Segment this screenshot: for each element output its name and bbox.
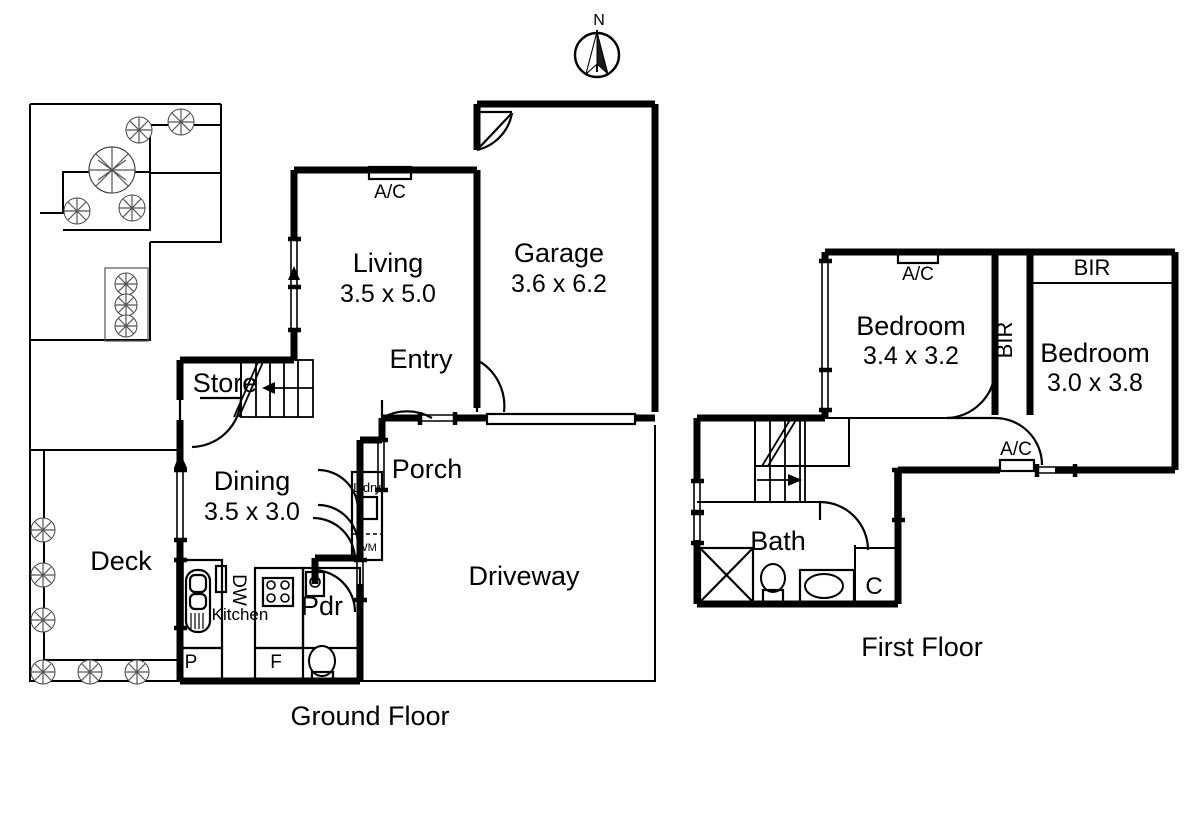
kitchen-sink-icon — [184, 568, 212, 634]
garden-trees — [63, 108, 195, 225]
staircase-ground — [233, 358, 314, 418]
room-label-driveway: Driveway — [468, 561, 580, 591]
door-entry-to-porch — [380, 400, 433, 419]
bath-vanity-icon — [798, 568, 856, 605]
garage-roller-door — [485, 412, 637, 426]
dishwasher-icon — [214, 564, 228, 594]
ac-label-living: A/C — [374, 182, 406, 203]
room-label-dining: Dining — [214, 466, 291, 496]
pantry-label: P — [185, 652, 198, 673]
room-label-store: Store — [193, 368, 258, 398]
dishwasher-label: DW — [228, 574, 249, 606]
bath-toilet-icon — [760, 563, 786, 604]
ground-floor-title: Ground Floor — [290, 701, 449, 731]
room-label-entry: Entry — [389, 344, 453, 374]
room-label-bedroom2: Bedroom — [1040, 338, 1150, 368]
window-hall-right — [892, 467, 905, 523]
laundry-fixtures — [350, 470, 384, 562]
bir-label-top: BIR — [1074, 255, 1111, 280]
room-dims-dining: 3.5 x 3.0 — [204, 498, 300, 526]
room-label-porch: Porch — [392, 454, 463, 484]
room-dims-garage: 3.6 x 6.2 — [511, 270, 607, 298]
ac-unit-living — [367, 165, 413, 181]
planter-shrubs — [114, 272, 138, 338]
room-dims-living: 3.5 x 5.0 — [340, 280, 436, 308]
window-bedroom2-bottom — [1034, 464, 1078, 477]
ac-label-bedroom1: A/C — [902, 264, 934, 285]
bir-label-side: BIR — [992, 322, 1017, 359]
planter-box — [104, 267, 149, 342]
compass-north-icon — [573, 30, 621, 79]
door-bath — [818, 500, 870, 551]
door-entry-to-garage — [475, 359, 506, 413]
washing-machine-label: WM — [357, 542, 377, 554]
cupboard-label: C — [865, 573, 882, 600]
room-label-kitchen: Kitchen — [212, 605, 269, 624]
compass-label: N — [593, 12, 605, 29]
room-label-living: Living — [353, 248, 424, 278]
door-laundry — [317, 468, 360, 546]
kitchen-benches — [178, 558, 362, 683]
door-store — [178, 396, 243, 449]
garden-bed-outline — [30, 104, 222, 341]
room-dims-bedroom2: 3.0 x 3.8 — [1047, 369, 1143, 397]
shower-icon — [698, 546, 755, 604]
door-pdr-1 — [312, 568, 357, 613]
first-floor-title: First Floor — [861, 632, 983, 662]
room-label-bath: Bath — [750, 526, 806, 556]
window-dining-deck — [174, 452, 187, 543]
cooktop-icon — [261, 576, 295, 608]
laundry-label: L'dry — [353, 480, 381, 495]
ac-unit-hall — [998, 458, 1036, 473]
room-label-bedroom1: Bedroom — [856, 311, 966, 341]
deck-shrubs — [30, 517, 150, 685]
ground-floor-plan: A/C L'dry WM — [29, 100, 659, 731]
window-bedroom1-left — [819, 258, 832, 413]
room-label-garage: Garage — [514, 238, 604, 268]
staircase-first — [754, 417, 806, 503]
room-label-pdr: Pdr — [301, 591, 343, 621]
fridge-label: F — [270, 652, 282, 673]
pdr-toilet-icon — [308, 645, 336, 683]
ac-label-hall: A/C — [1000, 439, 1032, 460]
driveway-outline — [360, 425, 656, 682]
room-label-deck: Deck — [90, 546, 152, 576]
window-landing-left-lower — [691, 510, 704, 546]
ac-unit-bedroom1 — [896, 250, 940, 265]
pdr-basin-icon — [304, 570, 326, 598]
door-bedroom2 — [994, 416, 1044, 466]
door-garage-to-living — [475, 104, 514, 152]
door-pdr-2 — [312, 516, 357, 561]
room-dims-bedroom1: 3.4 x 3.2 — [863, 342, 959, 370]
window-living-left — [288, 236, 301, 333]
door-bedroom1 — [946, 371, 997, 420]
first-floor-plan: A/C A/C BIR BIR — [691, 248, 1179, 662]
